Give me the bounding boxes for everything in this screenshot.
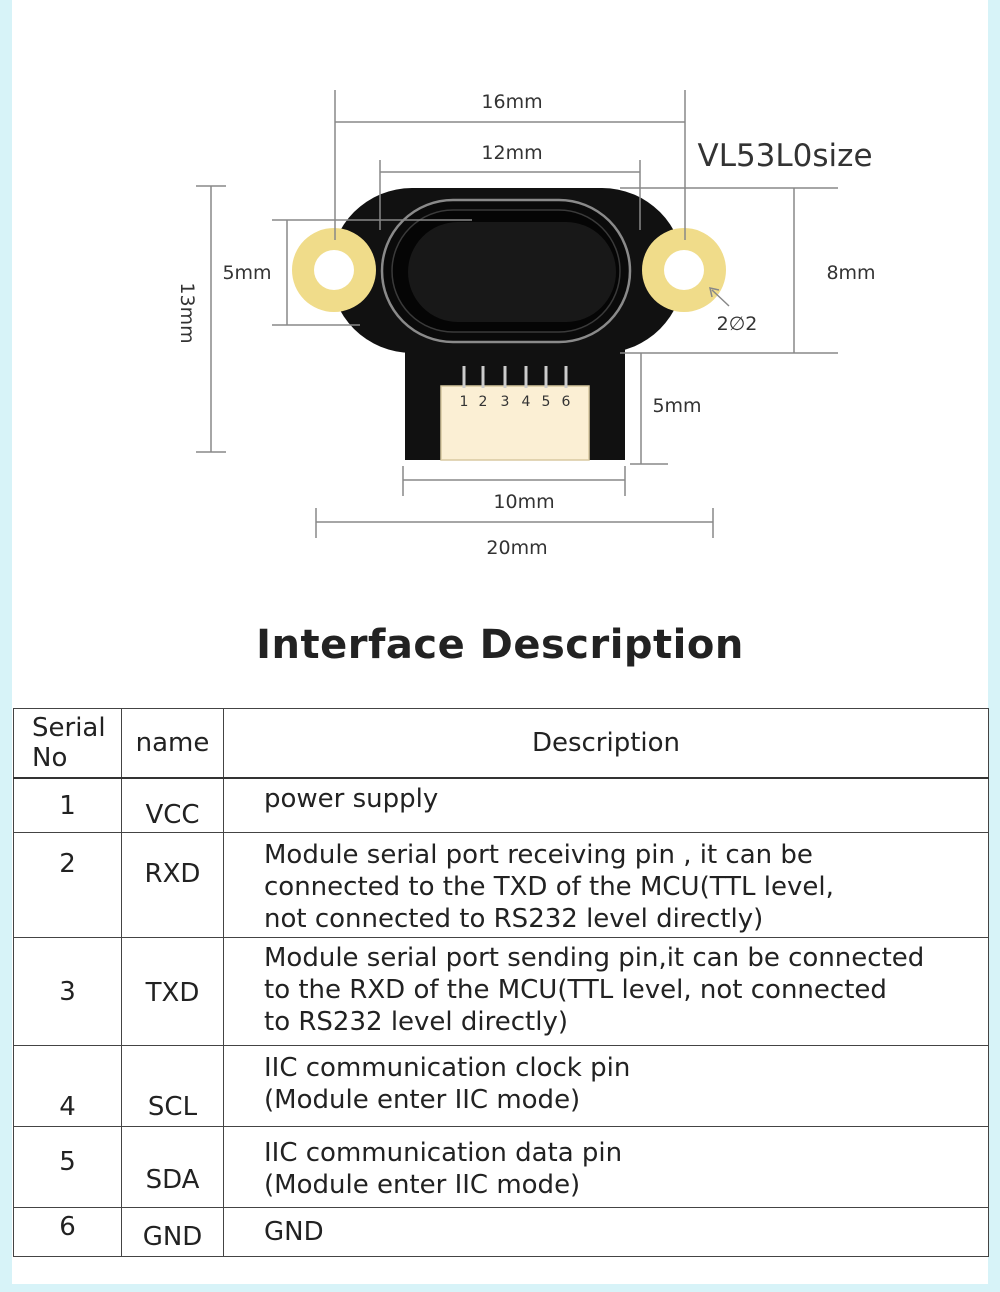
table-header-row: Serial No name Description [13,708,989,779]
mounting-hole-left [292,228,376,312]
serial-cell: 6 [13,1207,122,1257]
dim-5mm-right-label: 5mm [652,395,701,417]
serial-cell: 3 [13,937,122,1046]
pin-label-6: 6 [562,394,571,410]
dim-16mm-label: 16mm [481,91,542,113]
pin-connector: 1 2 3 4 5 6 [440,366,590,461]
name-cell: SCL [121,1045,224,1127]
dimension-lines [196,90,838,538]
dim-5mm-left-label: 5mm [222,262,271,284]
dim-10mm-label: 10mm [493,491,554,513]
diagram-title: VL53L0size [697,138,872,174]
mounting-hole-right [642,228,726,312]
name-cell: TXD [121,937,224,1046]
description-line: IIC communication clock pin [264,1053,631,1083]
pin-label-5: 5 [542,394,551,410]
pin-label-2: 2 [479,394,488,410]
description-line: Module serial port sending pin,it can be… [264,943,925,973]
name-cell: SDA [121,1126,224,1208]
table-row: 3 TXD Module serial port sending pin,it … [13,937,989,1046]
description-cell: IIC communication data pin (Module enter… [223,1126,989,1208]
description-line: GND [264,1217,324,1247]
interface-table: Serial No name Description 1 VCC power s… [13,708,989,1257]
description-line: to the RXD of the MCU(TTL level, not con… [264,975,887,1005]
pin-label-1: 1 [460,394,469,410]
section-title: Interface Description [256,622,744,668]
dim-13mm-label: 13mm [176,282,198,343]
name-cell: GND [121,1207,224,1257]
table-row: 1 VCC power supply [13,777,989,833]
table-row: 2 RXD Module serial port receiving pin ,… [13,832,989,938]
table-row: 4 SCL IIC communication clock pin (Modul… [13,1045,989,1127]
serial-cell: 4 [13,1045,122,1127]
description-cell: power supply [223,777,989,833]
serial-cell: 5 [13,1126,122,1208]
dim-hole-label: 2∅2 [717,313,758,335]
table-row: 5 SDA IIC communication data pin (Module… [13,1126,989,1208]
dim-8mm-label: 8mm [826,262,875,284]
description-line: to RS232 level directly) [264,1007,569,1037]
description-cell: Module serial port sending pin,it can be… [223,937,989,1046]
name-cell: RXD [121,832,224,938]
pin-label-4: 4 [522,394,531,410]
description-line: (Module enter IIC mode) [264,1170,581,1200]
description-cell: IIC communication clock pin (Module ente… [223,1045,989,1127]
description-line: not connected to RS232 level directly) [264,904,764,934]
header-description: Description [223,708,989,779]
dim-12mm-label: 12mm [481,142,542,164]
description-line: IIC communication data pin [264,1138,623,1168]
pin-label-3: 3 [501,394,510,410]
header-name: name [121,708,224,779]
name-cell: VCC [121,777,224,833]
table-row: 6 GND GND [13,1207,989,1257]
description-line: power supply [264,783,439,814]
serial-cell: 1 [13,777,122,833]
header-serial-no: Serial No [13,708,122,779]
description-cell: Module serial port receiving pin , it ca… [223,832,989,938]
module-dimension-diagram: 1 2 3 4 5 6 [176,90,876,559]
description-cell: GND [223,1207,989,1257]
description-line: (Module enter IIC mode) [264,1085,581,1115]
dim-20mm-label: 20mm [486,537,547,559]
serial-cell: 2 [13,832,122,938]
description-line: connected to the TXD of the MCU(TTL leve… [264,872,834,902]
description-line: Module serial port receiving pin , it ca… [264,840,813,870]
